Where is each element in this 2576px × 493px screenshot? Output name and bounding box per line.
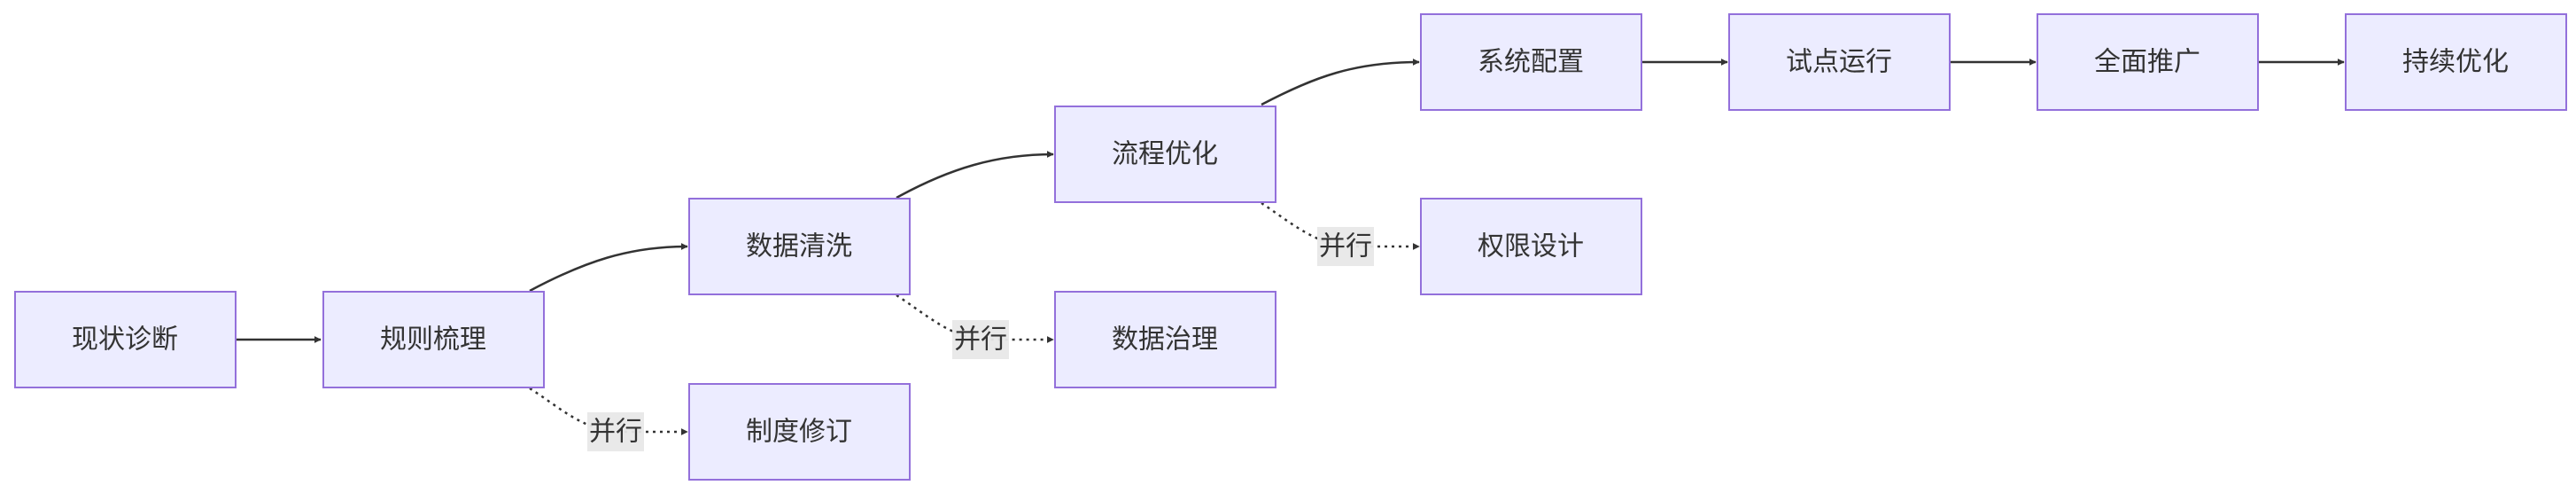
- edge-label-text: 并行: [1319, 231, 1372, 262]
- node-label: 全面推广: [2094, 47, 2200, 78]
- node-n10: 数据治理: [1054, 291, 1276, 388]
- node-label: 持续优化: [2402, 47, 2509, 78]
- node-n4: 流程优化: [1054, 106, 1276, 203]
- node-label: 数据治理: [1112, 325, 1218, 356]
- node-n1: 现状诊断: [14, 291, 237, 388]
- edge-label-n3-n10: 并行: [952, 320, 1009, 359]
- edge-n3-n4: [896, 151, 1054, 200]
- node-n11: 权限设计: [1420, 198, 1642, 295]
- edge-label-text: 并行: [589, 417, 642, 448]
- node-label: 试点运行: [1786, 47, 1892, 78]
- edge-label-n4-n11: 并行: [1317, 227, 1374, 266]
- node-label: 流程优化: [1112, 139, 1218, 170]
- edge-n4-n5: [1261, 59, 1420, 106]
- node-label: 系统配置: [1478, 47, 1584, 78]
- edge-n2-n3: [529, 243, 688, 293]
- node-n7: 全面推广: [2037, 13, 2259, 111]
- edge-label-text: 并行: [954, 325, 1007, 356]
- node-n9: 制度修订: [688, 383, 911, 481]
- edge-label-n2-n9: 并行: [587, 412, 644, 451]
- node-n5: 系统配置: [1420, 13, 1642, 111]
- node-n6: 试点运行: [1728, 13, 1951, 111]
- node-n2: 规则梳理: [322, 291, 545, 388]
- node-n8: 持续优化: [2345, 13, 2567, 111]
- node-n3: 数据清洗: [688, 198, 911, 295]
- node-label: 现状诊断: [72, 325, 178, 356]
- node-label: 数据清洗: [746, 231, 852, 262]
- node-label: 权限设计: [1478, 231, 1584, 262]
- node-label: 制度修订: [746, 417, 852, 448]
- node-label: 规则梳理: [380, 325, 486, 356]
